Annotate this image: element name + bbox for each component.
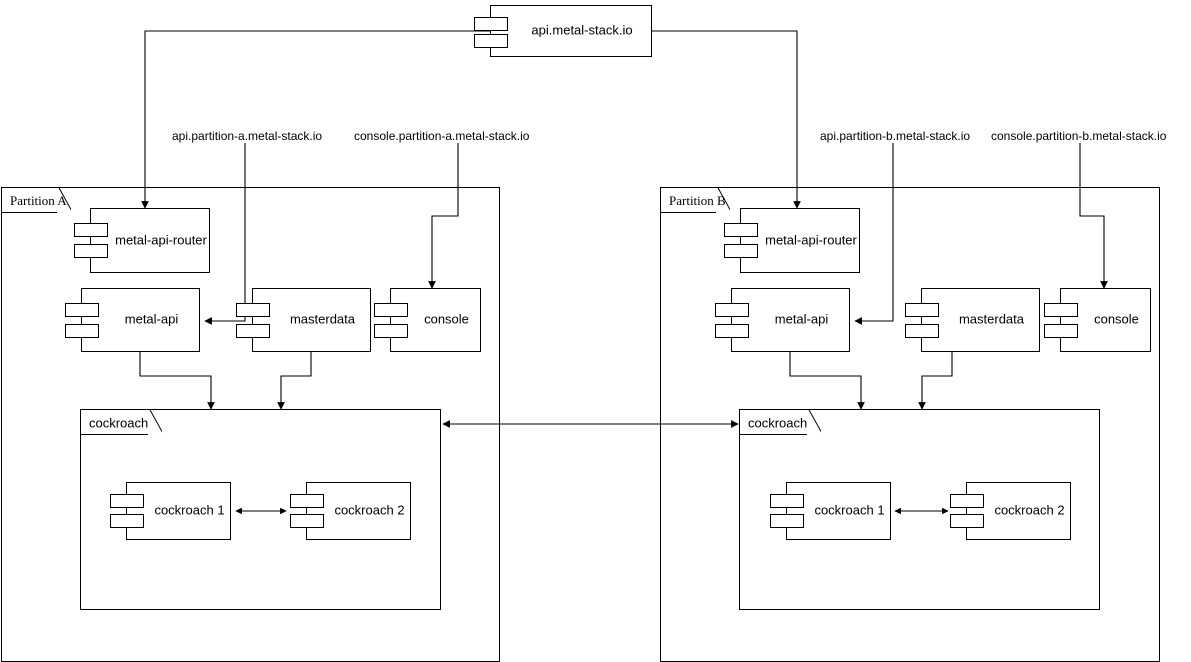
- component-label: metal-api: [774, 311, 829, 327]
- component-label: console: [1094, 311, 1139, 327]
- cockroach-group-label: cockroach: [748, 415, 808, 430]
- component-label: cockroach 1: [814, 502, 885, 518]
- edge-masterdata-a-to-cockroach: [277, 352, 312, 410]
- partition-a-component-metal-api[interactable]: metal-api: [65, 288, 200, 352]
- partition-a-component-console[interactable]: console: [374, 288, 481, 352]
- component-port-icon-bottom: [770, 513, 804, 528]
- component-port-icon-top: [290, 494, 324, 509]
- component-port-icon-top: [236, 302, 270, 317]
- component-label: cockroach 2: [994, 502, 1065, 518]
- component-label: masterdata: [958, 311, 1025, 327]
- edge-metal-api-b-to-cockroach: [789, 352, 865, 410]
- partition-b-component-cockroach-1[interactable]: cockroach 1: [770, 482, 891, 540]
- edge-metal-api-a-to-cockroach: [139, 352, 215, 410]
- edge-label-api-partition-b: api.partition-b.metal-stack.io: [818, 129, 973, 143]
- component-port-icon-bottom: [905, 323, 939, 338]
- component-port-icon-bottom: [65, 323, 99, 338]
- edge-api-a-to-metal-api: [204, 143, 246, 325]
- component-port-icon-bottom: [236, 323, 270, 338]
- partition-a-cockroach-title-tab: cockroach: [80, 409, 162, 436]
- partition-b-component-metal-api-router[interactable]: metal-api-router: [724, 208, 860, 273]
- partition-b-component-masterdata[interactable]: masterdata: [905, 288, 1040, 352]
- component-port-icon-bottom: [290, 513, 324, 528]
- component-port-icon-top: [715, 302, 749, 317]
- edge-console-a-to-console: [428, 143, 459, 289]
- edge-masterdata-b-to-cockroach: [918, 352, 953, 410]
- partition-a-component-masterdata[interactable]: masterdata: [236, 288, 371, 352]
- component-port-icon-bottom: [715, 323, 749, 338]
- component-port-icon-top: [110, 494, 144, 509]
- component-port-icon-top: [374, 302, 408, 317]
- partition-a-component-cockroach-2[interactable]: cockroach 2: [290, 482, 411, 540]
- component-port-icon-bottom: [474, 34, 508, 48]
- component-label: api.metal-stack.io: [531, 22, 633, 38]
- component-api-metal-stack-io[interactable]: api.metal-stack.io: [474, 5, 652, 57]
- component-label: masterdata: [289, 311, 356, 327]
- component-port-icon-top: [1044, 302, 1078, 317]
- edge-gateway-to-router-b: [652, 30, 801, 209]
- partition-a-title-tab: Partition A: [1, 187, 71, 214]
- component-port-icon-top: [74, 222, 108, 237]
- component-port-icon-bottom: [1044, 323, 1078, 338]
- component-port-icon-top: [950, 494, 984, 509]
- partition-b-component-console[interactable]: console: [1044, 288, 1151, 352]
- partition-b-title-tab: Partition B: [660, 187, 730, 214]
- component-port-icon-bottom: [724, 244, 758, 259]
- edge-label-console-partition-a: console.partition-a.metal-stack.io: [352, 129, 532, 143]
- component-port-icon-bottom: [110, 513, 144, 528]
- partition-b-component-metal-api[interactable]: metal-api: [715, 288, 850, 352]
- edge-api-b-to-metal-api: [854, 143, 894, 325]
- partition-b-label: Partition B: [669, 192, 726, 208]
- component-port-icon-bottom: [74, 244, 108, 259]
- component-port-icon-top: [770, 494, 804, 509]
- edge-gateway-to-router-a: [141, 30, 490, 209]
- component-port-icon-top: [474, 17, 508, 31]
- component-label: metal-api: [124, 311, 179, 327]
- component-port-icon-top: [905, 302, 939, 317]
- component-label: cockroach 2: [334, 502, 405, 518]
- partition-a-component-metal-api-router[interactable]: metal-api-router: [74, 208, 210, 273]
- partition-a-label: Partition A: [10, 192, 67, 208]
- cockroach-group-label: cockroach: [89, 415, 149, 430]
- component-port-icon-bottom: [374, 323, 408, 338]
- edge-console-b-to-console: [1079, 143, 1108, 289]
- component-label: console: [424, 311, 469, 327]
- partition-a-cockroach-frame: [80, 409, 441, 610]
- component-port-icon-bottom: [950, 513, 984, 528]
- component-label: cockroach 1: [154, 502, 225, 518]
- component-port-icon-top: [724, 222, 758, 237]
- component-label: metal-api-router: [115, 232, 207, 248]
- component-label: metal-api-router: [765, 232, 857, 248]
- edge-label-api-partition-a: api.partition-a.metal-stack.io: [170, 129, 325, 143]
- edge-label-console-partition-b: console.partition-b.metal-stack.io: [989, 129, 1169, 143]
- partition-a-component-cockroach-1[interactable]: cockroach 1: [110, 482, 231, 540]
- partition-b-cockroach-title-tab: cockroach: [739, 409, 821, 436]
- component-port-icon-top: [65, 302, 99, 317]
- partition-b-component-cockroach-2[interactable]: cockroach 2: [950, 482, 1071, 540]
